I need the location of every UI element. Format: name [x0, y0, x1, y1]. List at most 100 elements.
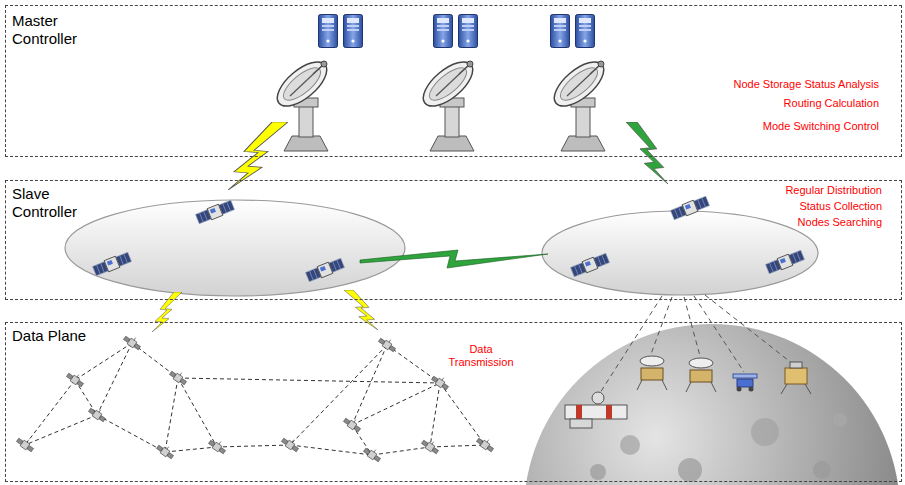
mesh-link [372, 447, 430, 455]
data-satellite [208, 437, 228, 456]
rover-body [737, 379, 753, 387]
lander-dish [689, 358, 713, 368]
lander-leg [637, 380, 642, 390]
layer-band: Master ControllerNode Storage Status Ana… [5, 5, 902, 157]
crater [620, 435, 640, 455]
lunar-link [651, 297, 672, 354]
function-label: Routing Calculation [784, 97, 879, 110]
lunar-links [598, 295, 793, 396]
lunar-lander [686, 358, 716, 392]
relay-satellite [570, 252, 610, 277]
mesh-link [178, 378, 440, 383]
lander-leg [805, 384, 811, 394]
downlink-bolt [344, 290, 378, 330]
data-satellite [123, 333, 143, 352]
server-icon [319, 15, 338, 48]
crater [590, 464, 606, 480]
function-label: Regular Distribution [785, 184, 882, 197]
moon-surface [524, 324, 900, 485]
lander-body [641, 368, 663, 380]
satellite-ring [65, 200, 405, 296]
server-icon [434, 15, 453, 48]
mesh-link [97, 343, 132, 415]
station-stripe [576, 405, 582, 419]
lander-leg [686, 382, 691, 392]
mesh-link [75, 343, 132, 380]
data-satellite [378, 335, 398, 354]
mesh-link [25, 380, 75, 445]
data-satellite [421, 437, 441, 456]
lunar-link [705, 295, 793, 364]
crater [833, 413, 847, 427]
layer-title: Master Controller [12, 12, 92, 48]
layer-band: Data PlaneData Transmission [5, 322, 902, 482]
satellite-ring [542, 211, 818, 295]
lander-body [785, 368, 807, 384]
station-dish [592, 392, 604, 404]
uplink-bolt [626, 122, 668, 184]
ground-antenna [270, 54, 334, 151]
function-label: Data Transmission [441, 343, 521, 369]
rover-wheel [737, 387, 742, 392]
relay-satellite [670, 195, 710, 220]
lunar-link [684, 297, 700, 356]
data-satellite [363, 445, 383, 464]
mesh-link [440, 383, 485, 445]
lander-leg [781, 384, 787, 394]
relay-satellite [765, 249, 805, 274]
data-satellite [16, 435, 36, 454]
data-satellite [66, 370, 86, 389]
data-satellite [431, 373, 451, 392]
mesh-link [75, 380, 97, 415]
downlink-bolt [152, 292, 182, 332]
crater [813, 461, 831, 479]
crater [678, 458, 702, 482]
ground-antenna [547, 54, 611, 151]
relay-satellite [305, 257, 345, 282]
function-label: Status Collection [799, 200, 882, 213]
mesh-link [25, 415, 97, 445]
mesh-link [387, 345, 440, 383]
crosslink-bolt [360, 250, 548, 268]
mesh-link [178, 378, 217, 447]
data-satellite [156, 442, 176, 461]
data-satellite [343, 415, 363, 434]
mesh-link [352, 345, 387, 425]
station-module [565, 405, 627, 419]
station-module [570, 419, 592, 428]
mesh-link [430, 445, 485, 447]
mesh-links [25, 343, 485, 455]
layer-band: Slave Controller Regular DistributionStat… [5, 180, 902, 300]
data-satellite [476, 435, 496, 454]
station-stripe [606, 405, 612, 419]
moon [524, 324, 900, 485]
relay-satellite [195, 199, 235, 224]
mesh-link [97, 415, 165, 452]
lander-top [790, 362, 802, 368]
lunar-station [565, 392, 627, 428]
mesh-link [352, 383, 440, 425]
lander-body [690, 370, 712, 382]
layer-title: Data Plane [12, 327, 92, 345]
lander-leg [662, 380, 667, 390]
mesh-link [165, 447, 217, 452]
downlink-bolt [344, 290, 378, 330]
server-icon [576, 15, 595, 48]
data-satellite [281, 435, 301, 454]
function-label: Nodes Searching [798, 216, 882, 229]
server-icon [459, 15, 478, 48]
rover-panel [733, 374, 757, 378]
lander-dish [640, 356, 664, 366]
mesh-link [290, 445, 372, 455]
layer-title: Slave Controller [12, 185, 92, 221]
ground-antenna [416, 54, 480, 151]
relay-satellite [92, 251, 132, 276]
server-icon [551, 15, 570, 48]
data-satellite [169, 368, 189, 387]
function-label: Mode Switching Control [763, 120, 879, 133]
lunar-link [598, 296, 662, 396]
lunar-rover [733, 374, 757, 392]
